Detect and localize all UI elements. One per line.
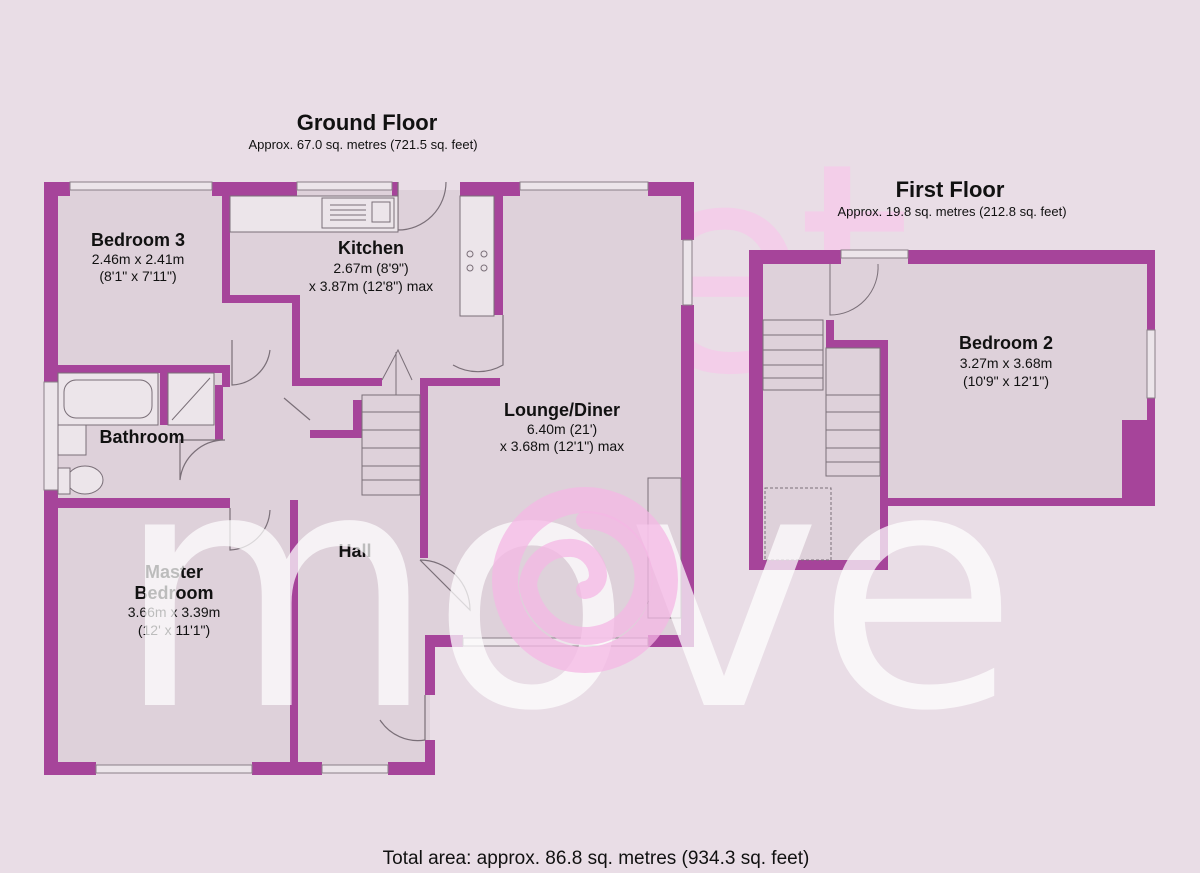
hall-label: Hall	[338, 541, 371, 561]
lounge-diner-dim-length: x 3.68m (12'1") max	[500, 438, 624, 454]
watermark-front: move	[115, 399, 1019, 783]
master-bedroom-label-line2: Bedroom	[134, 583, 213, 603]
kitchen-fixtures	[229, 195, 495, 317]
kitchen-dim-length: x 3.87m (12'8") max	[309, 278, 433, 294]
total-area: Total area: approx. 86.8 sq. metres (934…	[383, 848, 810, 869]
first-floor-walls	[749, 250, 1155, 570]
ground-floor-area: Approx. 67.0 sq. metres (721.5 sq. feet)	[248, 137, 477, 152]
kitchen-dim-width: 2.67m (8'9")	[333, 260, 408, 276]
first-floor-windows	[840, 249, 1156, 399]
bedroom-3-dim-metric: 2.46m x 2.41m	[92, 251, 185, 267]
ground-floor-doors	[179, 181, 504, 742]
master-bedroom-dim-imperial: (12' x 11'1")	[138, 622, 210, 638]
lounge-diner-dim-width: 6.40m (21')	[527, 421, 597, 437]
master-bedroom-label-line1: Master	[145, 562, 203, 582]
kitchen-label: Kitchen	[338, 238, 404, 258]
first-floor: First Floor Approx. 19.8 sq. metres (212…	[749, 177, 1156, 570]
watermark-bottom-word: move	[115, 399, 1013, 783]
first-floor-stairs	[762, 263, 881, 561]
bathroom-label: Bathroom	[100, 427, 185, 447]
bedroom-3-dim-imperial: (8'1" x 7'11")	[99, 268, 176, 284]
bedroom-2-dim-imperial: (10'9" x 12'1")	[963, 373, 1049, 389]
swirl-logo-icon	[492, 487, 678, 673]
ground-floor-title: Ground Floor	[297, 110, 438, 135]
bedroom-2-label: Bedroom 2	[959, 333, 1053, 353]
bedroom-3-label: Bedroom 3	[91, 230, 185, 250]
lounge-diner-label: Lounge/Diner	[504, 400, 620, 420]
ground-floor-walls	[44, 182, 694, 775]
first-floor-area: Approx. 19.8 sq. metres (212.8 sq. feet)	[837, 204, 1066, 219]
first-floor-title: First Floor	[896, 177, 1005, 202]
bedroom-2-dim-metric: 3.27m x 3.68m	[960, 355, 1053, 371]
master-bedroom-dim-metric: 3.66m x 3.39m	[128, 604, 221, 620]
bathroom-fixtures	[57, 372, 215, 495]
